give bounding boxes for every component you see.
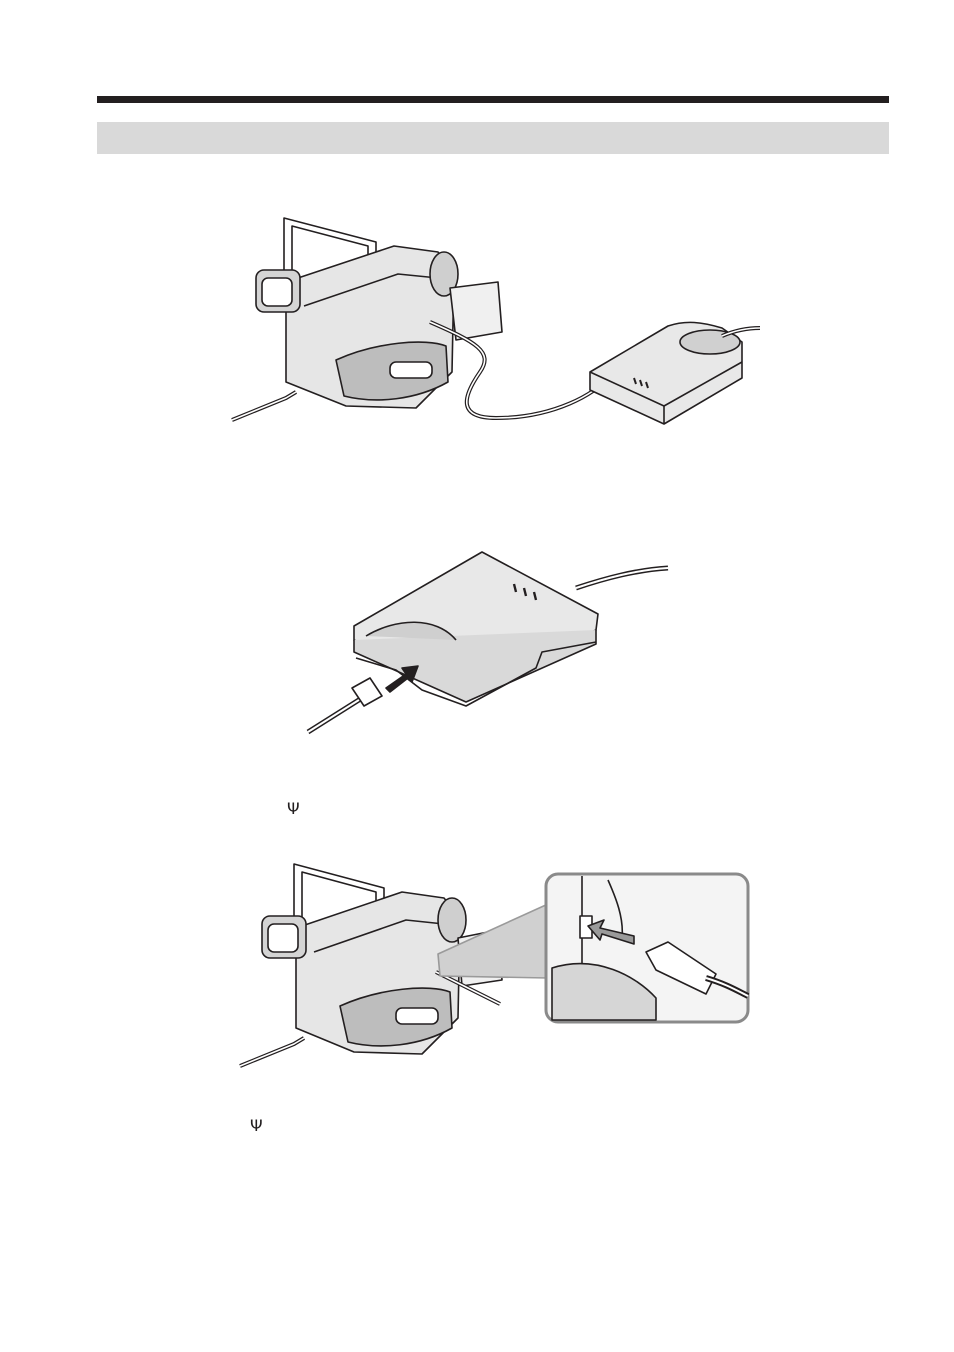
usb-icon: Ψ [287,801,300,817]
section-heading-band [97,122,889,154]
camcorder-icon [226,212,766,434]
usb-plug-icon [236,858,752,1074]
figure-phone-cable-into-modem [306,548,676,738]
header-rule [97,96,889,103]
usb-icon: Ψ [250,1118,263,1134]
figure-camcorder-to-modem [226,212,766,434]
modem-icon [306,548,676,738]
figure-usb-cable-into-camcorder [236,858,752,1074]
